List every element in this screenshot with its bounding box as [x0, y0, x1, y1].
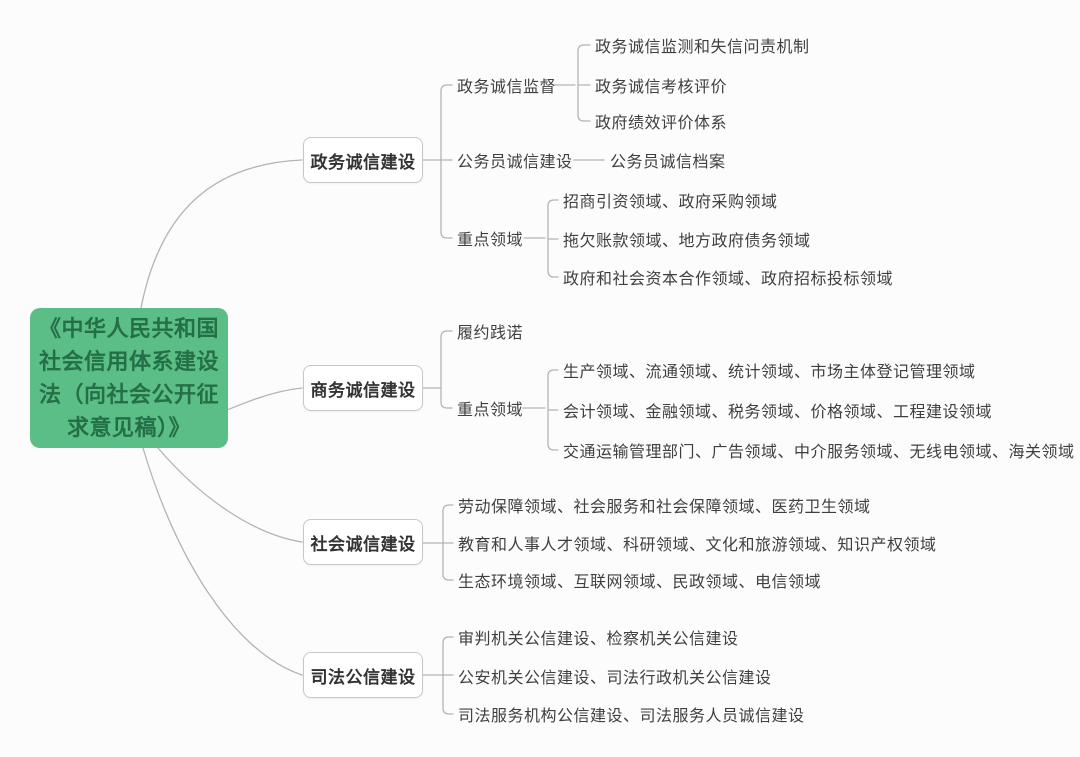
leaf-item: 审判机关公信建设、检察机关公信建设	[458, 631, 739, 648]
branch-node-business-integrity: 商务诚信建设	[303, 365, 423, 411]
root-node: 《中华人民共和国 社会信用体系建设 法（向社会公开征 求意见稿）》	[30, 308, 228, 448]
branch-node-social-integrity: 社会诚信建设	[303, 519, 423, 565]
curve-root-branch1	[140, 159, 303, 309]
subtopic-government-supervision: 政务诚信监督	[457, 79, 557, 96]
leaf-item: 会计领域、金融领域、税务领域、价格领域、工程建设领域	[563, 404, 993, 421]
leaf-item: 教育和人事人才领域、科研领域、文化和旅游领域、知识产权领域	[458, 537, 937, 554]
subtopic-key-areas-government: 重点领域	[457, 232, 524, 249]
subtopic-key-areas-business: 重点领域	[457, 402, 524, 419]
leaf-item: 拖欠账款领域、地方政府债务领域	[563, 233, 811, 250]
leaf-item: 政务诚信考核评价	[595, 79, 728, 96]
leaf-item: 公安机关公信建设、司法行政机关公信建设	[458, 670, 772, 687]
curve-root-branch2	[226, 387, 303, 411]
curve-root-branch3	[157, 447, 303, 543]
subtopic-civil-servant-integrity: 公务员诚信建设	[457, 154, 573, 171]
leaf-item: 生态环境领域、互联网领域、民政领域、电信领域	[458, 574, 822, 591]
branch-node-judicial-credibility: 司法公信建设	[303, 652, 423, 698]
leaf-item: 公务员诚信档案	[610, 154, 726, 171]
leaf-item: 司法服务机构公信建设、司法服务人员诚信建设	[458, 708, 805, 725]
branch-node-government-integrity: 政务诚信建设	[303, 137, 423, 183]
subtopic-promise-keeping: 履约践诺	[457, 325, 524, 342]
curve-root-branch4	[142, 447, 303, 676]
leaf-item: 政务诚信监测和失信问责机制	[595, 39, 810, 56]
leaf-item: 劳动保障领域、社会服务和社会保障领域、医药卫生领域	[458, 499, 871, 516]
leaf-item: 政府绩效评价体系	[595, 115, 728, 132]
leaf-item: 招商引资领域、政府采购领域	[563, 194, 778, 211]
leaf-item: 交通运输管理部门、广告领域、中介服务领域、无线电领域、海关领域	[563, 444, 1075, 461]
leaf-item: 政府和社会资本合作领域、政府招标投标领域	[563, 271, 894, 288]
leaf-item: 生产领域、流通领域、统计领域、市场主体登记管理领域	[563, 364, 976, 381]
